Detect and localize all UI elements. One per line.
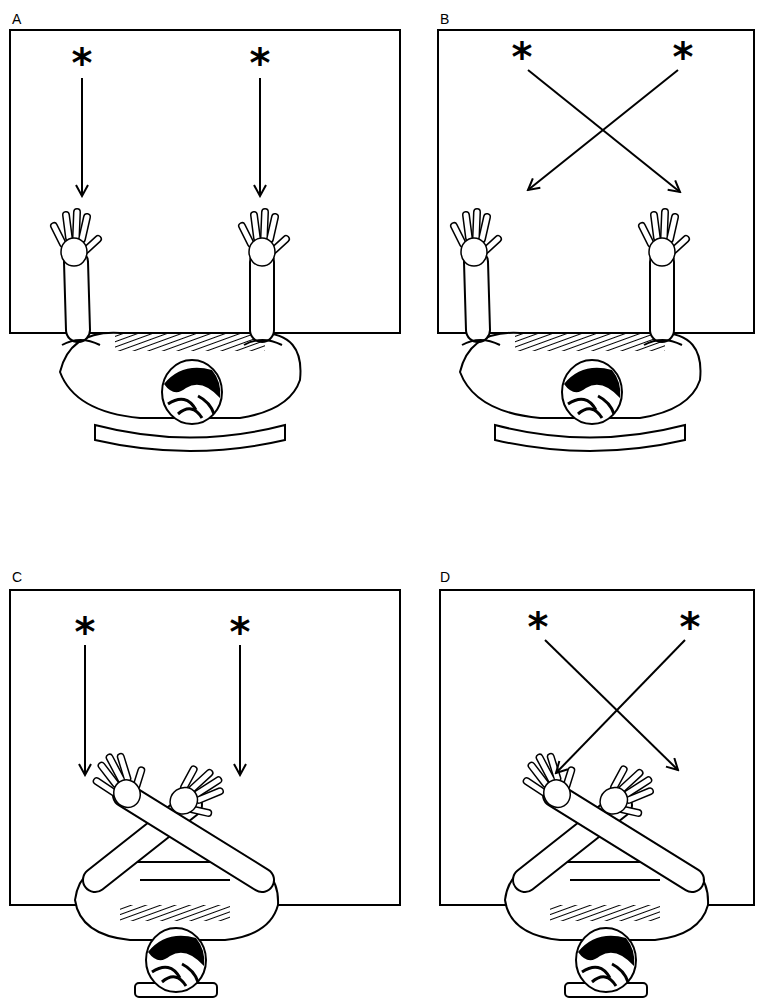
asterisk-mark: * [673,37,694,77]
panel-letter: D [440,570,450,584]
asterisk-mark: * [512,37,533,77]
asterisk-mark: * [680,607,701,647]
panel-letter: B [440,12,449,26]
panel-letter: A [12,12,21,26]
asterisk-mark: * [230,612,251,652]
asterisk-mark: * [528,607,549,647]
asterisk-mark: * [250,43,271,83]
asterisk-mark: * [72,43,93,83]
panel-letter: C [12,570,22,584]
asterisk-mark: * [75,612,96,652]
